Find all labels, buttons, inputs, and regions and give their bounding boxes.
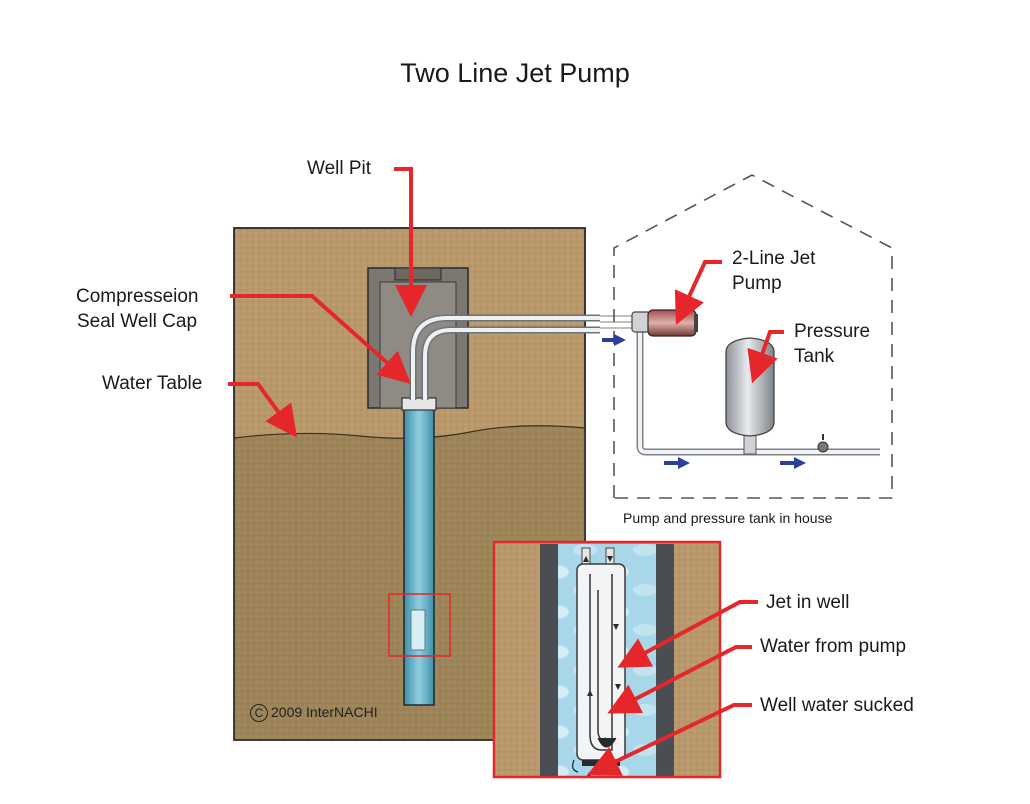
leader-well-water-sucked	[587, 703, 752, 776]
house-outline	[613, 174, 893, 499]
pump-fitting	[631, 311, 651, 333]
leader-water-from-pump	[607, 645, 752, 714]
jet-detail-inset	[492, 540, 722, 779]
flow-arrow-out	[780, 457, 806, 469]
label-well-cap-line2: Seal Well Cap	[77, 311, 198, 332]
leader-jet-pump	[674, 260, 722, 325]
label-water-from-pump: Water from pump	[760, 636, 907, 657]
callout-leaders	[228, 167, 784, 776]
label-house-caption: Pump and pressure tank in house	[623, 510, 833, 526]
jet-pump-motor	[647, 309, 697, 337]
label-pressure-tank-line1: Pressure	[794, 321, 871, 342]
label-well-cap-line1: Compresseion	[76, 286, 199, 307]
label-jet-in-well: Jet in well	[766, 592, 850, 613]
well-cap	[401, 397, 437, 411]
label-jet-pump-line1: 2-Line Jet	[732, 248, 816, 269]
valve	[817, 441, 829, 453]
copyright-text: 2009 InterNACHI	[271, 704, 378, 720]
inset-casing-right	[656, 544, 674, 777]
leader-water-table	[228, 382, 298, 438]
pressure-tank-shape	[725, 337, 775, 437]
label-well-pit: Well Pit	[307, 158, 372, 179]
leader-well-pit	[394, 167, 427, 317]
well-casing	[388, 397, 451, 706]
leader-pressure-tank	[747, 330, 784, 384]
flow-arrows	[602, 334, 806, 469]
inset-marker	[388, 593, 451, 657]
inset-casing-left	[540, 544, 558, 777]
diagram-title: Two Line Jet Pump	[400, 58, 630, 88]
inset-frame	[492, 540, 722, 779]
label-well-water-sucked: Well water sucked	[760, 695, 914, 716]
label-water-table: Water Table	[102, 373, 203, 394]
label-pressure-tank-line2: Tank	[794, 346, 835, 367]
copyright-icon: C	[250, 704, 268, 723]
jet-body	[410, 609, 426, 651]
label-jet-pump-line2: Pump	[732, 273, 782, 294]
leader-well-cap	[230, 294, 411, 384]
flow-arrow-in	[602, 334, 626, 346]
inset-jet-housing	[576, 563, 626, 761]
flow-arrow-mid	[664, 457, 690, 469]
supply-pipes	[409, 314, 632, 400]
leader-jet-in-well	[617, 600, 758, 668]
